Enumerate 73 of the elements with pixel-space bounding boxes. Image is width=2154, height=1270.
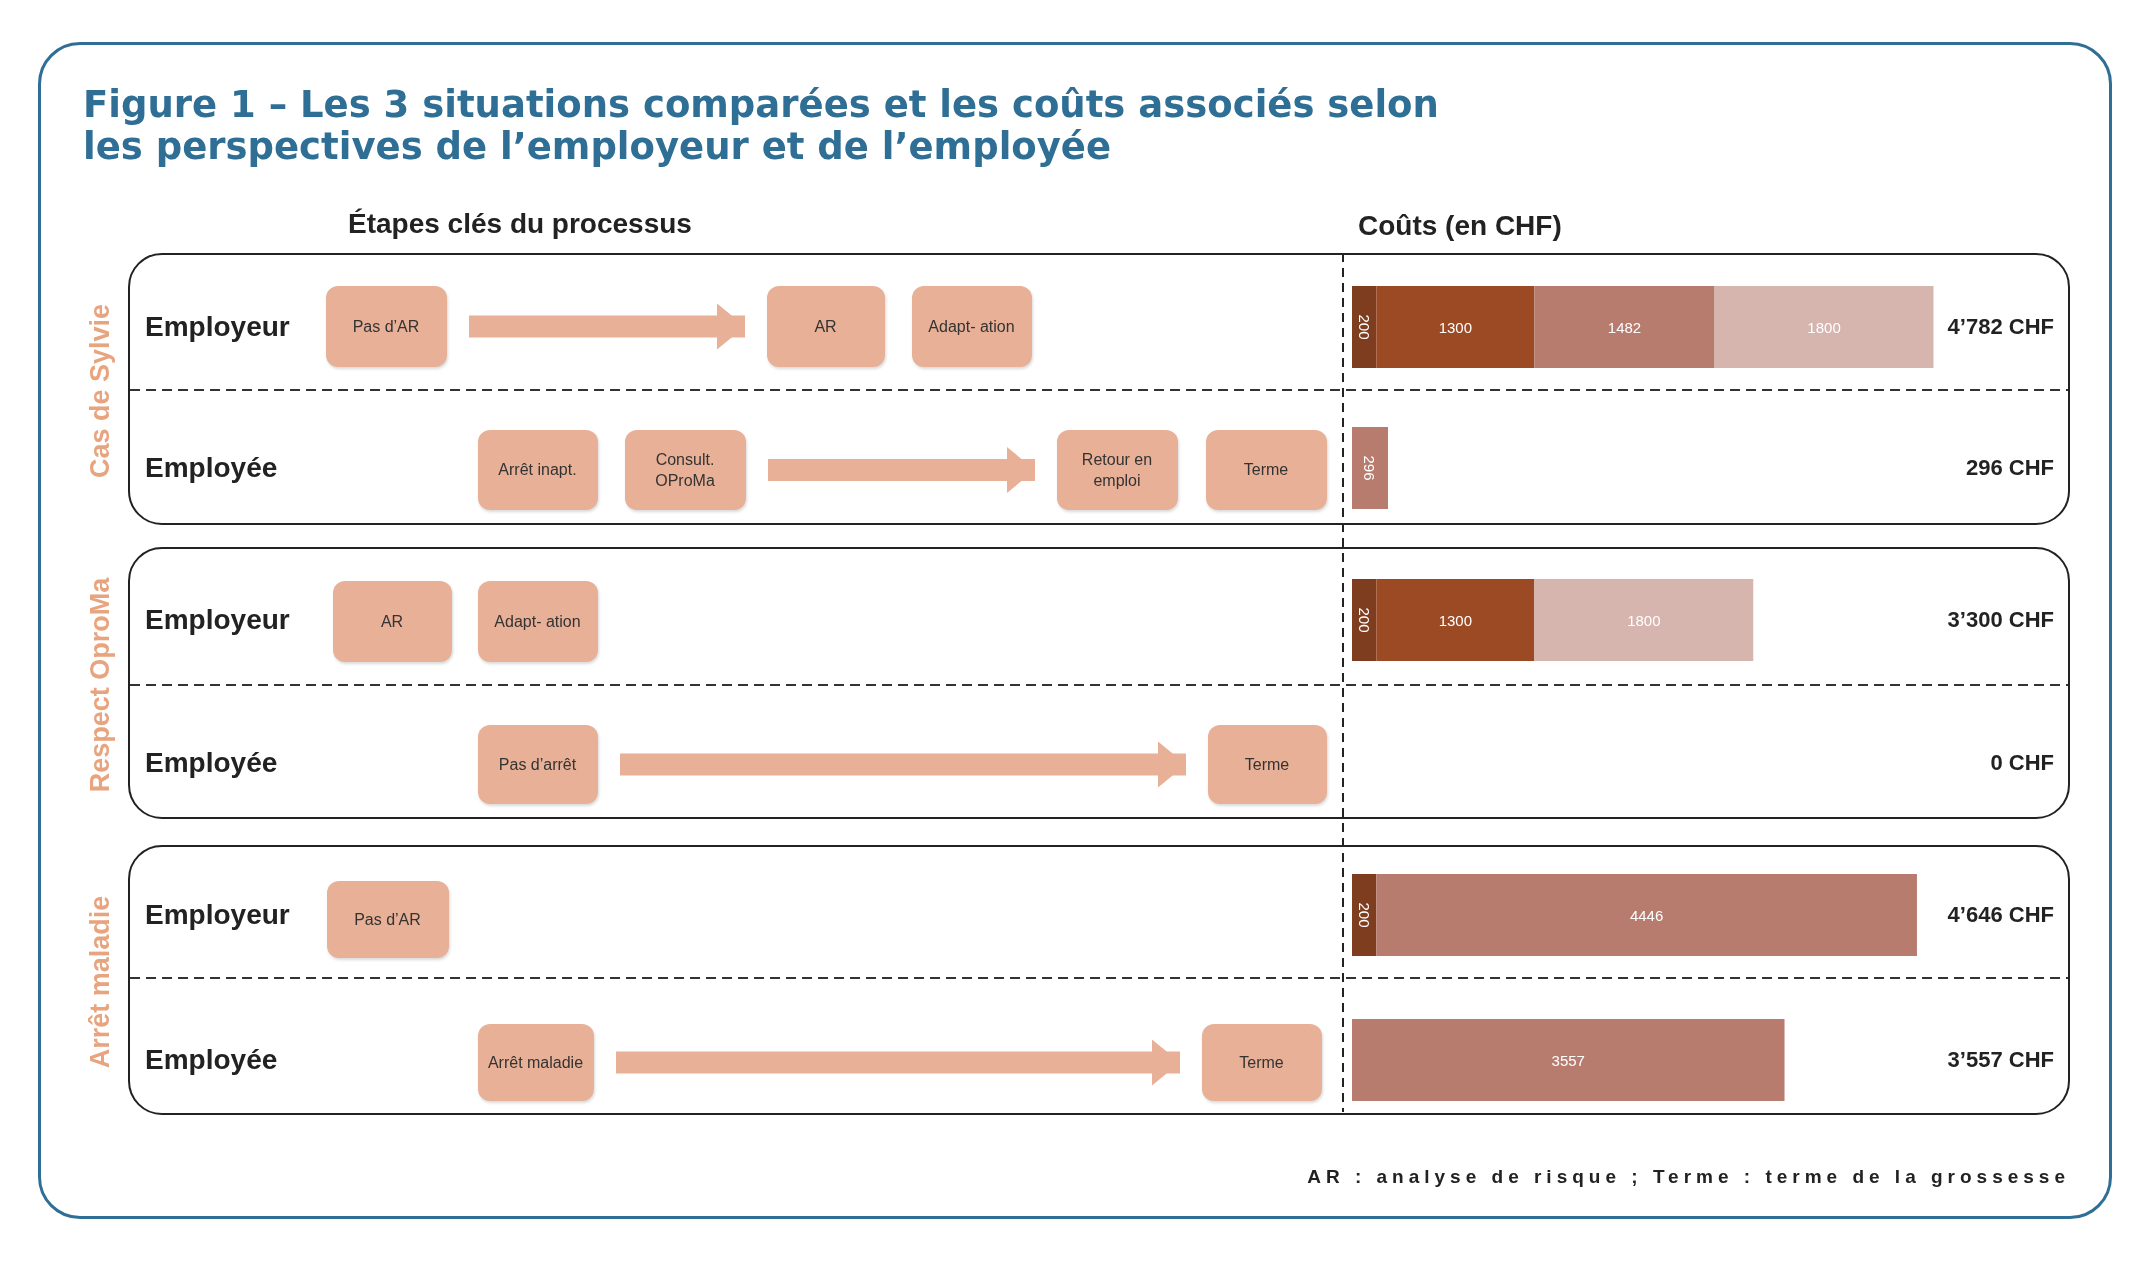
- bar-segment: 1482: [1534, 286, 1715, 368]
- step-box: [325, 285, 447, 367]
- data-label: 200: [1355, 902, 1373, 928]
- step-box: [477, 580, 598, 662]
- cost-total: 0 CHF: [1990, 750, 2054, 776]
- bar-segment: 4446: [1376, 874, 1917, 956]
- step-label: Pas d’AR: [353, 909, 422, 930]
- data-label: 4446: [1629, 906, 1664, 924]
- step-label: AR: [813, 316, 838, 337]
- bar-segment: 1300: [1376, 286, 1535, 368]
- cost-total: 4’646 CHF: [1947, 902, 2054, 928]
- footnote: AR : analyse de risque ; Terme : terme de la grossesse: [1307, 1166, 2070, 1188]
- row-label: Employée: [145, 747, 278, 779]
- scenario-label: Arrêt maladie: [84, 895, 116, 1069]
- bar-segment: 1300: [1376, 579, 1535, 661]
- bar-segment: 200: [1352, 286, 1377, 368]
- cost-total: 3’300 CHF: [1947, 607, 2054, 633]
- step-box: [911, 285, 1032, 367]
- bar-segment: 1800: [1714, 286, 1934, 368]
- step-box: [477, 724, 598, 804]
- data-label: 296: [1361, 455, 1379, 481]
- arrow: [616, 1039, 1180, 1086]
- step-box: [766, 285, 885, 367]
- column-heading: Étapes clés du processus: [348, 208, 692, 240]
- step-label: Pas d’AR: [351, 316, 421, 337]
- bar-segment: 1800: [1534, 579, 1754, 661]
- step-label: Retour en emploi: [1080, 449, 1154, 491]
- step-label: Terme: [1242, 460, 1290, 480]
- data-label: 3557: [1551, 1051, 1585, 1069]
- data-label: 200: [1355, 314, 1373, 340]
- row-label: Employeur: [145, 604, 290, 636]
- step-box: [477, 429, 598, 510]
- step-label: AR: [379, 611, 405, 632]
- step-box: [624, 429, 746, 510]
- step-label: Terme: [1243, 754, 1291, 775]
- cost-total: 4’782 CHF: [1947, 314, 2054, 340]
- step-label: Adapt- ation: [493, 611, 582, 632]
- scenario-label: Respect OproMa: [84, 577, 116, 793]
- cost-total: 3’557 CHF: [1947, 1047, 2054, 1073]
- figure-title: Figure 1 – Les 3 situations comparées et les coûts associés selon les perspectives de l’employeur et de l’employée: [83, 84, 1440, 168]
- step-label: Adapt- ation: [927, 316, 1016, 337]
- data-label: 1482: [1607, 318, 1642, 336]
- step-box: [1205, 429, 1327, 510]
- step-box: [332, 580, 452, 662]
- bar-segment: 296: [1352, 427, 1388, 509]
- data-label: 200: [1355, 607, 1373, 633]
- arrow: [469, 303, 745, 350]
- row-label: Employeur: [145, 311, 290, 343]
- row-label: Employée: [145, 452, 278, 484]
- scenario-label: Cas de Sylvie: [84, 303, 116, 479]
- row-label: Employée: [145, 1044, 278, 1076]
- step-label: Pas d’arrêt: [497, 754, 578, 775]
- step-label: Arrêt inapt.: [497, 460, 578, 480]
- bar-segment: 200: [1352, 874, 1377, 956]
- step-label: Arrêt maladie: [486, 1052, 585, 1073]
- step-box: [1056, 429, 1178, 510]
- data-label: 1300: [1438, 611, 1473, 629]
- chart-title: Coûts (en CHF): [1358, 210, 1562, 242]
- data-label: 1800: [1807, 318, 1841, 336]
- bar-segment: 3557: [1352, 1019, 1785, 1101]
- data-label: 1300: [1438, 318, 1473, 336]
- arrow: [768, 447, 1035, 493]
- arrow: [620, 741, 1186, 788]
- bar-segment: 200: [1352, 579, 1377, 661]
- step-box: [1207, 724, 1327, 804]
- step-label: Terme: [1238, 1052, 1285, 1073]
- step-box: [1201, 1023, 1322, 1101]
- step-box: [477, 1023, 594, 1101]
- step-box: [326, 880, 449, 958]
- step-label: Consult. OProMa: [654, 449, 716, 491]
- row-label: Employeur: [145, 899, 290, 931]
- cost-total: 296 CHF: [1965, 455, 2054, 481]
- data-label: 1800: [1627, 611, 1661, 629]
